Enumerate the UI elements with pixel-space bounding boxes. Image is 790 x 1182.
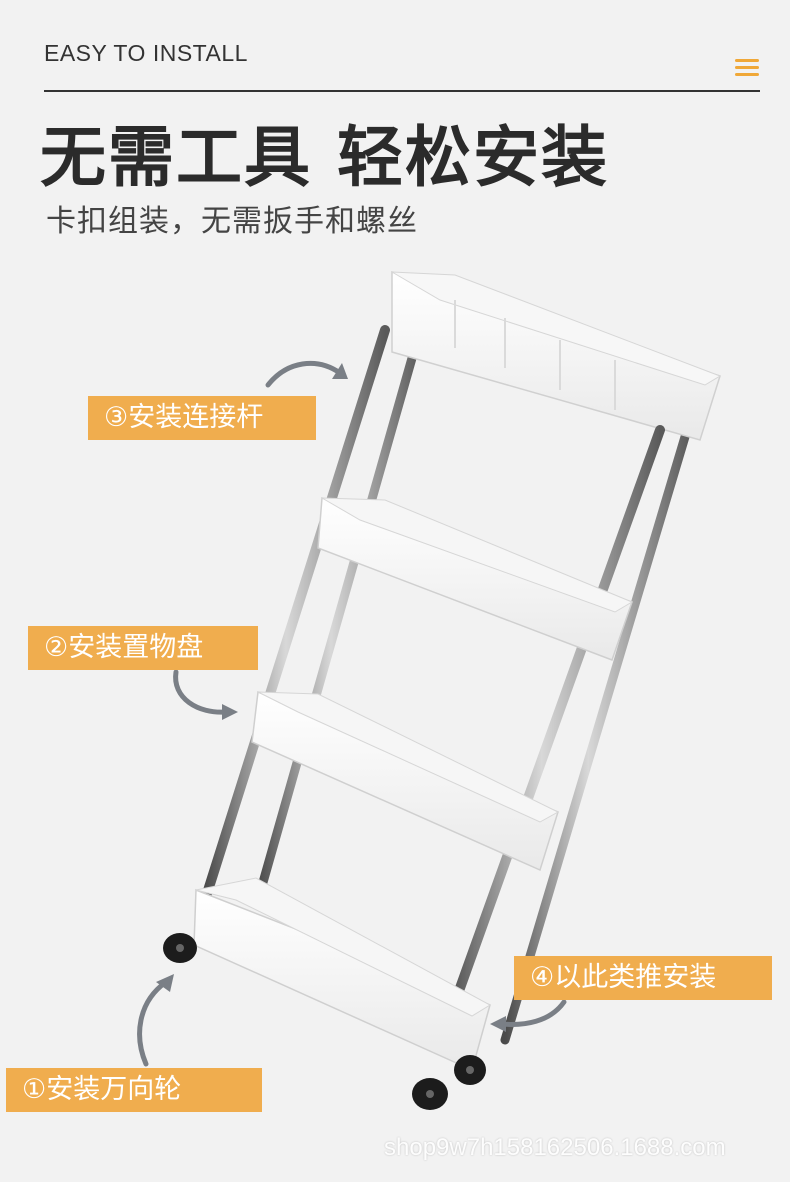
step-label-connect-rods: ③安装连接杆: [88, 396, 316, 440]
rolling-cart-illustration: [163, 270, 722, 1110]
support-rods-back: [253, 325, 695, 1045]
arrow-icon: [490, 999, 567, 1032]
page-subtitle: 卡扣组装，无需扳手和螺丝: [46, 204, 418, 239]
tray-bottom: [193, 877, 492, 1072]
support-rods-front: [200, 325, 665, 1035]
arrow-icon: [265, 360, 348, 388]
header-divider: [44, 90, 760, 92]
tray-third: [251, 690, 560, 872]
menu-icon[interactable]: [735, 59, 759, 77]
arrow-icon: [173, 669, 238, 720]
tray-top: [391, 270, 722, 441]
arrow-icon: [137, 974, 174, 1067]
caster-wheels: [163, 933, 486, 1110]
eyebrow-text: EASY TO INSTALL: [44, 40, 248, 66]
watermark-text: shop9w7h158162506.1688.com: [384, 1134, 726, 1161]
step-label-install-trays: ②安装置物盘: [28, 626, 258, 670]
page-title: 无需工具 轻松安装: [40, 119, 609, 196]
step-label-install-casters: ①安装万向轮: [6, 1068, 262, 1112]
step-label-repeat: ④以此类推安装: [514, 956, 772, 1000]
tray-second: [317, 496, 634, 661]
